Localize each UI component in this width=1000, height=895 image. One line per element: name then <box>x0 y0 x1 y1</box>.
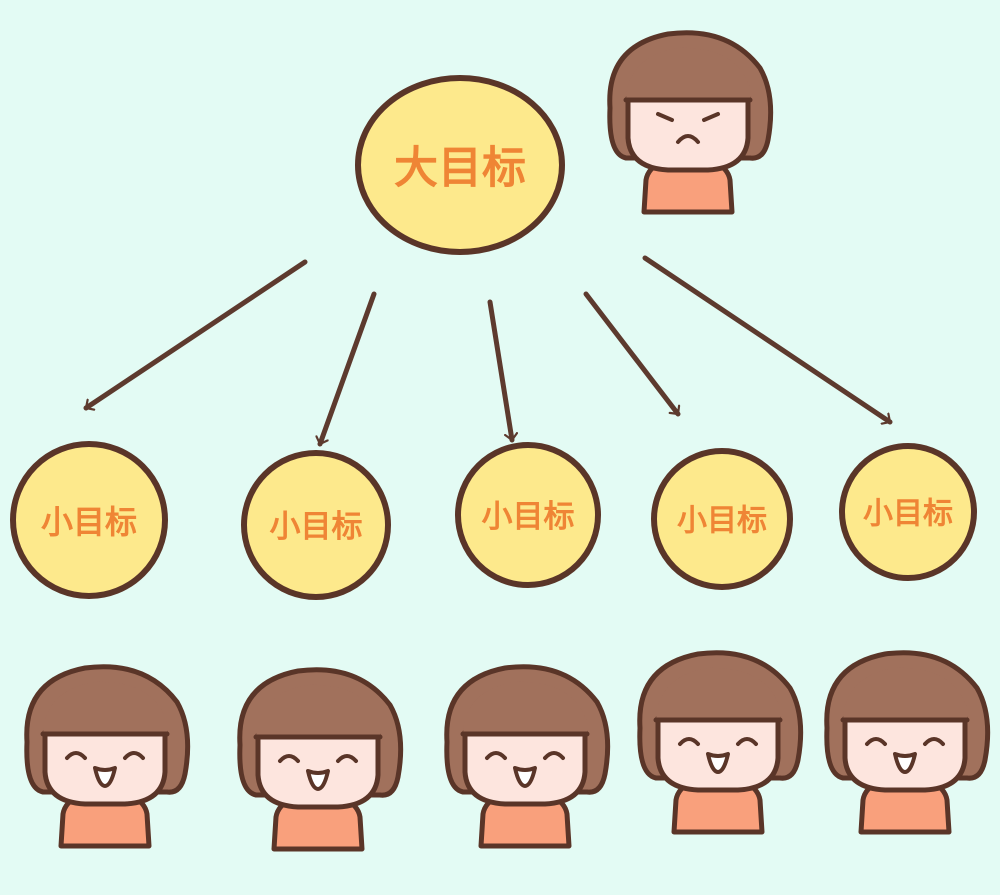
small-goal-label: 小目标 <box>270 509 363 545</box>
big-goal-node: 大目标 <box>355 75 565 255</box>
small-goal-circle <box>241 450 391 600</box>
arrow-to-goal-4 <box>583 291 681 417</box>
big-goal-label: 大目标 <box>394 143 526 194</box>
happy-person-4 <box>640 653 801 832</box>
happy-person-5 <box>827 653 988 832</box>
arrow-to-goal-1 <box>83 259 308 408</box>
small-goal-label: 小目标 <box>482 499 575 535</box>
sad-person <box>610 33 771 212</box>
small-goal-1: 小目标 <box>10 441 168 599</box>
small-goal-circle <box>455 442 601 588</box>
arrow-to-goal-2 <box>320 291 377 447</box>
happy-person-2 <box>240 670 401 849</box>
small-goal-circle <box>651 448 793 590</box>
arrows <box>83 255 893 447</box>
happy-person-1 <box>27 667 188 846</box>
small-goal-3: 小目标 <box>455 442 601 588</box>
small-goal-5: 小目标 <box>839 443 977 581</box>
small-goal-label: 小目标 <box>677 504 767 539</box>
small-goal-2: 小目标 <box>241 450 391 600</box>
happy-person-3 <box>447 667 608 846</box>
small-goal-4: 小目标 <box>651 448 793 590</box>
small-goal-label: 小目标 <box>863 497 953 532</box>
arrow-to-goal-5 <box>642 255 893 422</box>
small-goal-circle <box>10 441 168 599</box>
small-goal-circle <box>839 443 977 581</box>
arrow-to-goal-3 <box>487 299 512 443</box>
big-goal-circle <box>355 75 565 255</box>
small-goal-label: 小目标 <box>41 503 137 541</box>
